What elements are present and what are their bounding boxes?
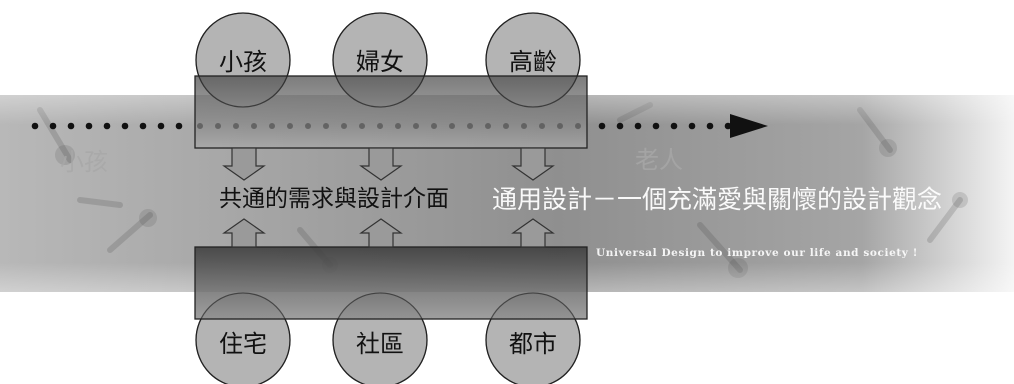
dots-middle xyxy=(197,123,581,129)
dotted-arrow xyxy=(31,114,768,138)
watermark-left: 小孩 xyxy=(60,148,108,176)
connector-arrows xyxy=(222,147,555,248)
arrow-head-icon xyxy=(730,114,768,138)
down-arrow-icon xyxy=(511,147,555,181)
up-arrow-icon xyxy=(359,218,403,248)
down-arrow-icon xyxy=(222,147,266,181)
banner-subtitle: Universal Design to improve our life and… xyxy=(596,247,918,259)
down-arrow-icon xyxy=(359,147,403,181)
center-label: 共通的需求與設計介面 xyxy=(219,186,449,212)
up-arrow-icon xyxy=(511,218,555,248)
bottom-bar xyxy=(194,246,588,320)
up-arrow-icon xyxy=(222,218,266,248)
banner-title: 通用設計－一個充滿愛與關懷的設計觀念 xyxy=(492,185,942,214)
bottom-circle-label: 都市 xyxy=(509,330,557,358)
bottom-circle-label: 住宅 xyxy=(219,330,267,358)
dots-right xyxy=(598,122,732,130)
bottom-circle-label: 社區 xyxy=(356,330,404,358)
top-circle-label: 婦女 xyxy=(356,48,404,76)
top-bar xyxy=(194,75,588,149)
dots-left xyxy=(31,122,183,130)
top-circle-label: 小孩 xyxy=(219,48,267,76)
watermark-right: 老人 xyxy=(635,146,683,174)
top-circle-label: 高齡 xyxy=(509,48,557,76)
